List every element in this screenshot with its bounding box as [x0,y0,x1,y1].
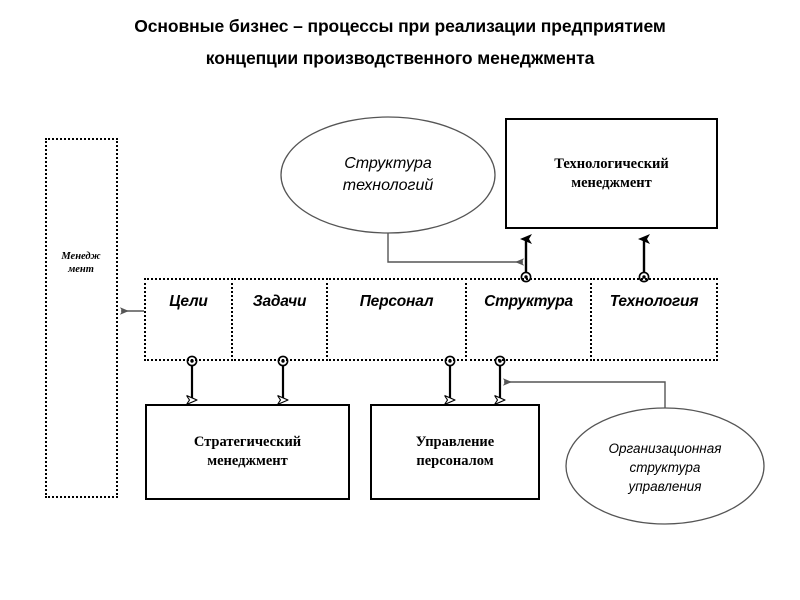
connector-structure-to-personnel-management [495,355,504,400]
cell-goals[interactable]: Цели [144,278,233,361]
cell-goals-label: Цели [169,293,208,310]
box-strategic-management-line-2: менеджмент [207,453,288,469]
cell-structure-label: Структура [484,293,573,310]
box-strategic-management[interactable]: Стратегический менеджмент [145,404,350,500]
connector-ellipse-to-personnel-arrow [503,378,666,408]
connector-structure-to-tech-management [520,234,532,283]
box-personnel-management[interactable]: Управление персоналом [370,404,540,500]
page-title-line-1: Основные бизнес – процессы при реализаци… [134,16,666,36]
page-title: Основные бизнес – процессы при реализаци… [40,10,760,74]
management-container-label-line-1: Менедж [61,251,101,262]
cell-tasks-label: Задачи [252,293,307,310]
box-strategic-management-line-1: Стратегический [193,434,302,450]
box-technological-management-line-2: менеджмент [571,174,652,191]
cell-technology-label: Технология [609,293,699,310]
ellipse-org-structure [565,407,765,525]
connector-tasks-to-strategic-management [278,355,287,400]
box-technological-management[interactable]: Технологический менеджмент [505,118,718,229]
cell-technology[interactable]: Технология [590,278,718,361]
management-container-label-line-2: мент [68,264,94,275]
management-container-label: Менедж мент [44,250,118,276]
connector-ellipse-to-structure-arrow [387,233,524,266]
connector-goals-to-strategic-management [187,355,196,400]
cell-structure[interactable]: Структура [465,278,592,361]
cell-tasks[interactable]: Задачи [231,278,328,361]
box-technological-management-line-1: Технологический [554,155,669,172]
ellipse-technology-structure [280,116,496,234]
connector-personnel-to-personnel-management [445,355,454,400]
cell-personnel-label: Персонал [359,293,434,310]
page-title-line-2: концепции производственного менеджмента [205,48,595,68]
management-container [45,138,118,498]
cell-personnel[interactable]: Персонал [326,278,467,361]
box-personnel-management-line-2: персоналом [416,453,494,469]
box-personnel-management-line-1: Управление [415,434,495,450]
connector-technology-to-tech-management [638,234,650,283]
